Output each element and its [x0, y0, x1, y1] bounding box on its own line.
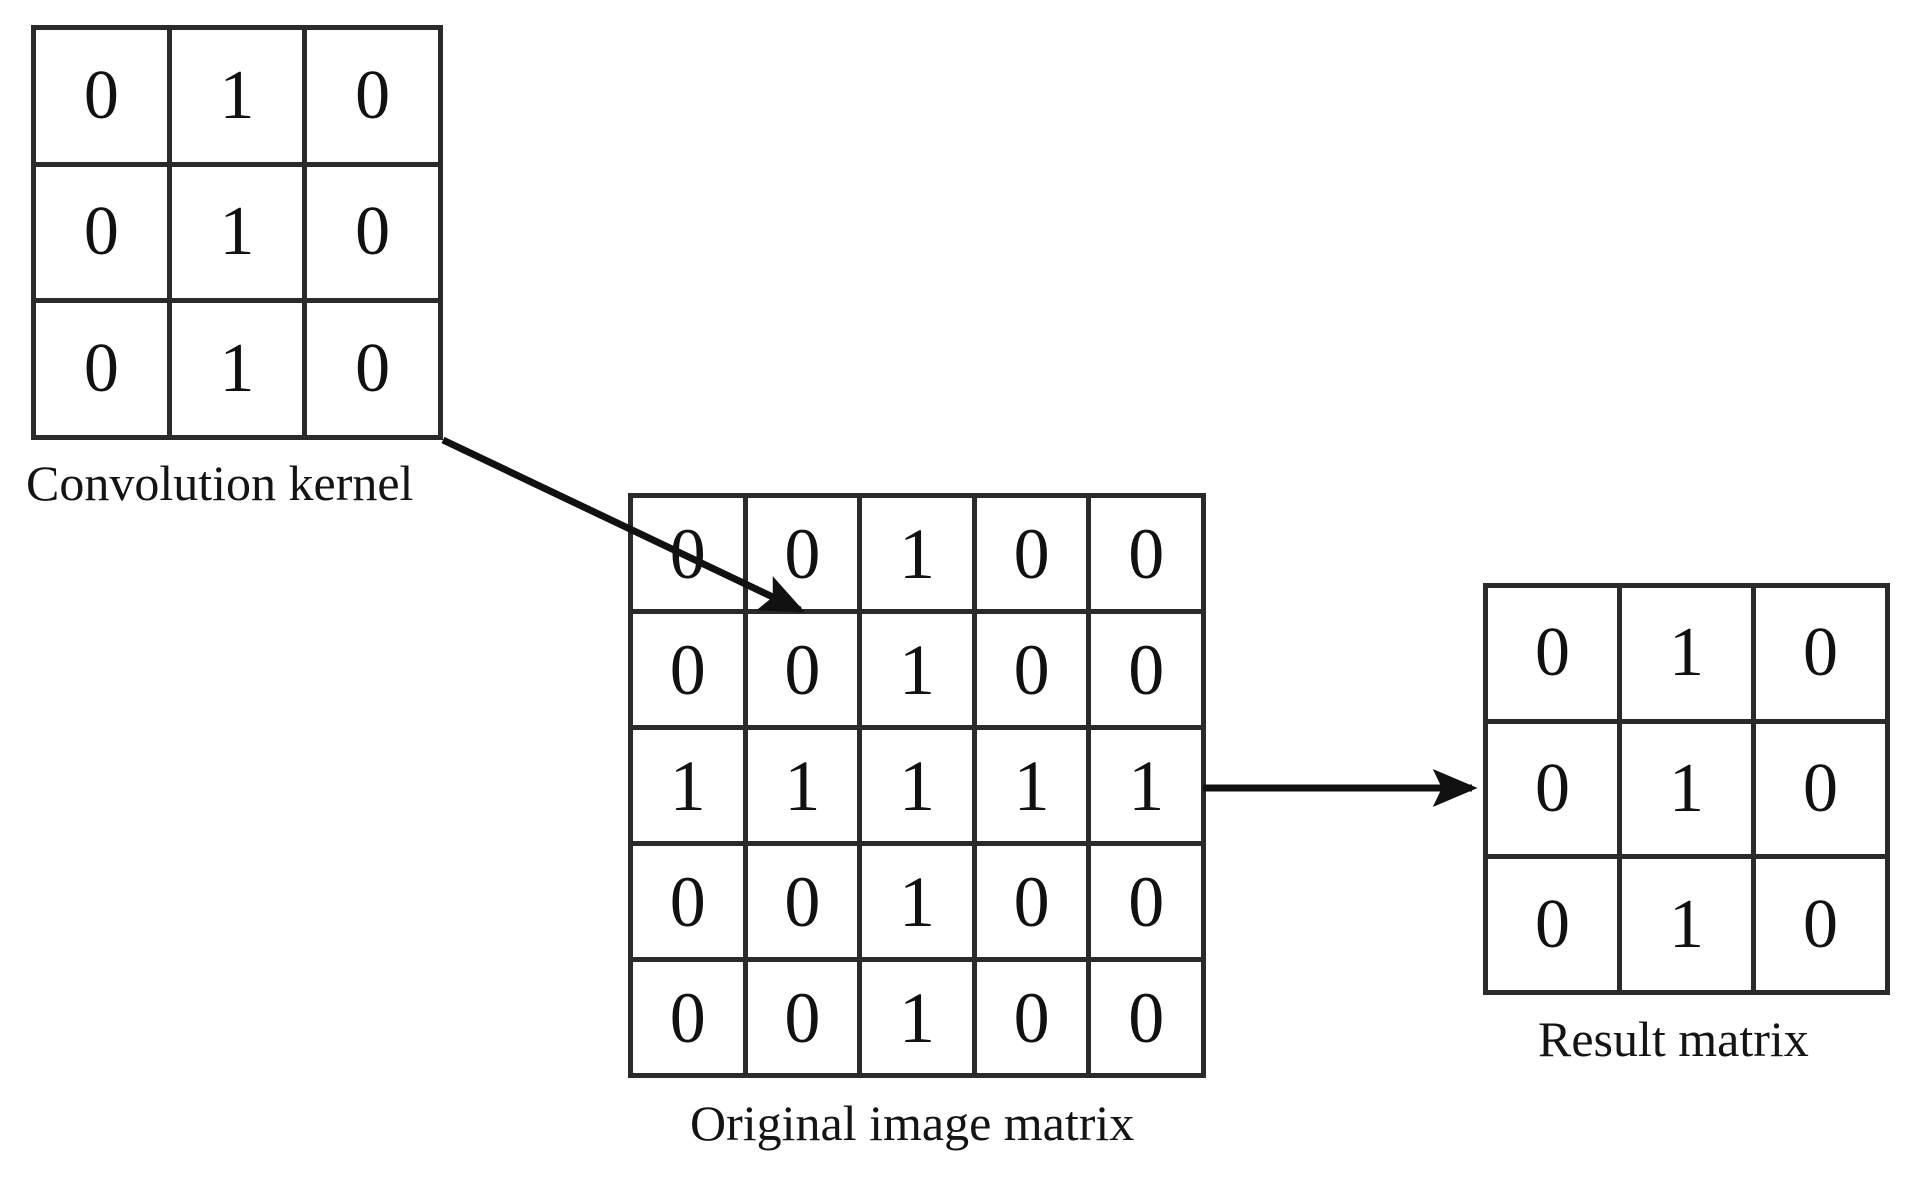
- kernel-cell: 0: [36, 303, 172, 440]
- result-cell: 0: [1488, 588, 1622, 724]
- image-cell: 0: [633, 498, 748, 614]
- kernel-cell: 0: [36, 30, 172, 167]
- kernel-cell: 0: [36, 166, 172, 304]
- kernel-cell: 1: [171, 303, 308, 440]
- image-cell: 0: [747, 614, 863, 730]
- result-cell: 0: [1756, 723, 1890, 860]
- image-cell: 0: [633, 614, 748, 730]
- result-cell: 0: [1756, 859, 1890, 995]
- image-cell: 0: [633, 846, 748, 962]
- image-cell: 1: [1091, 730, 1206, 846]
- kernel-cell: 1: [171, 30, 308, 167]
- kernel-cell: 0: [307, 30, 443, 167]
- kernel-cell: 0: [307, 303, 443, 440]
- convolution-kernel-caption: Convolution kernel: [26, 455, 414, 511]
- convolution-kernel-matrix: 0 1 0 0 1 0 0 1 0: [31, 25, 443, 440]
- result-cell: 0: [1756, 588, 1890, 724]
- image-cell: 0: [976, 498, 1092, 614]
- result-matrix-caption: Result matrix: [1538, 1011, 1809, 1067]
- image-cell: 1: [976, 730, 1092, 846]
- image-cell: 0: [747, 962, 863, 1078]
- image-cell: 0: [976, 614, 1092, 730]
- image-cell: 1: [862, 614, 977, 730]
- image-cell: 0: [1091, 846, 1206, 962]
- image-cell: 1: [747, 730, 863, 846]
- result-cell: 0: [1488, 723, 1622, 860]
- kernel-cell: 1: [171, 166, 308, 304]
- result-matrix: 0 1 0 0 1 0 0 1 0: [1483, 583, 1890, 995]
- result-cell: 0: [1488, 859, 1622, 995]
- image-cell: 0: [747, 846, 863, 962]
- image-cell: 1: [862, 730, 977, 846]
- kernel-cell: 0: [307, 166, 443, 304]
- image-cell: 0: [1091, 614, 1206, 730]
- image-cell: 1: [862, 846, 977, 962]
- image-cell: 1: [862, 498, 977, 614]
- image-cell: 1: [633, 730, 748, 846]
- image-cell: 0: [976, 962, 1092, 1078]
- image-cell: 0: [976, 846, 1092, 962]
- image-cell: 0: [633, 962, 748, 1078]
- image-cell: 0: [1091, 962, 1206, 1078]
- image-cell: 0: [747, 498, 863, 614]
- result-cell: 1: [1622, 723, 1756, 860]
- image-cell: 1: [862, 962, 977, 1078]
- result-cell: 1: [1622, 859, 1756, 995]
- result-cell: 1: [1622, 588, 1756, 724]
- original-image-matrix: 0 0 1 0 0 0 0 1 0 0 1 1 1 1 1 0 0 1 0 0 …: [628, 493, 1206, 1078]
- original-image-matrix-caption: Original image matrix: [690, 1095, 1135, 1151]
- image-cell: 0: [1091, 498, 1206, 614]
